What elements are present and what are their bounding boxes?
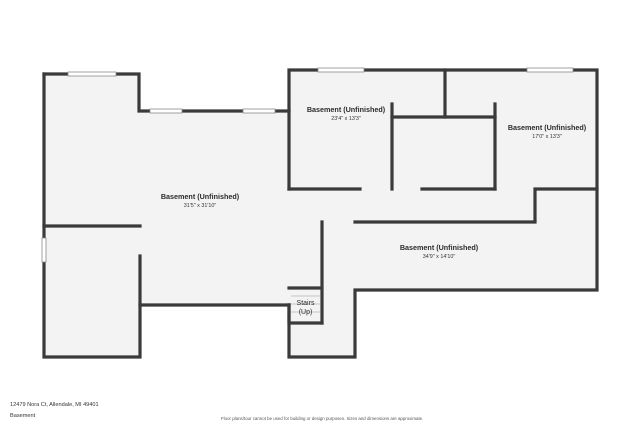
window (67, 71, 117, 77)
interior-walls (42, 68, 599, 325)
room-labels: Basement (Unfinished) 31'5" x 31'10" Bas… (161, 105, 587, 260)
room-dimensions: 31'5" x 31'10" (184, 203, 217, 209)
window (149, 108, 183, 114)
window (41, 237, 47, 263)
window (317, 67, 365, 73)
window (526, 67, 574, 73)
room-dimensions: 17'0" x 13'3" (532, 134, 562, 140)
room-name: Basement (Unfinished) (508, 123, 587, 132)
floor-fill (44, 70, 597, 357)
room-dimensions: 23'4" x 13'3" (331, 116, 361, 122)
window (242, 108, 276, 114)
stairs: Stairs (Up) (291, 295, 320, 316)
stairs-label: Stairs (297, 300, 315, 307)
windows (41, 67, 574, 263)
room-name: Basement (Unfinished) (307, 105, 386, 114)
disclaimer-text: Floor plans/tour cannot be used for buil… (221, 416, 424, 421)
stairs-direction: (Up) (299, 309, 313, 316)
room-name: Basement (Unfinished) (400, 243, 479, 252)
room-name: Basement (Unfinished) (161, 192, 240, 201)
floor-level: Basement (10, 413, 36, 419)
exterior-walls (42, 68, 599, 359)
property-address: 12479 Nora Ct, Allendale, MI 49401 (10, 402, 99, 408)
room-dimensions: 34'9" x 14'10" (423, 254, 456, 260)
